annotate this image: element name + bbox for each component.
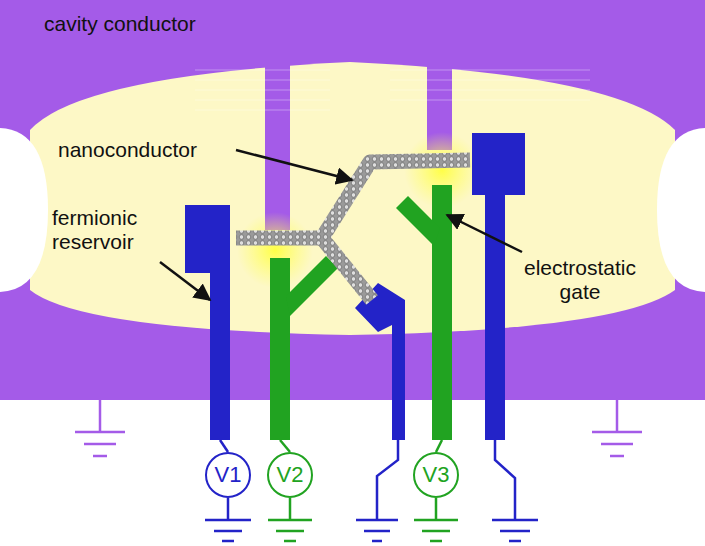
wire <box>205 440 538 541</box>
cavity-notch <box>0 128 48 292</box>
voltage-source: V3 <box>413 452 459 498</box>
voltage-source: V2 <box>267 452 313 498</box>
fermionic-reservoir <box>185 133 525 440</box>
nanoconductor <box>236 160 470 300</box>
center-conductor <box>427 0 452 150</box>
voltage-source: V1 <box>205 452 251 498</box>
part-label: cavity conductor <box>44 12 304 36</box>
electrostatic-gate <box>270 185 452 440</box>
ground-symbol <box>75 400 642 456</box>
part-label: electrostatic gate <box>505 256 655 304</box>
cavity-space <box>30 62 675 335</box>
center-conductor <box>265 0 290 230</box>
source-label: V2 <box>277 462 304 488</box>
cavity-conductor <box>0 0 705 400</box>
leader-arrow <box>160 150 522 300</box>
source-label: V3 <box>423 462 450 488</box>
wire <box>268 440 458 541</box>
texture-lines <box>195 70 590 110</box>
cavity-notch <box>657 128 705 292</box>
part-label: fermionic reservoir <box>52 206 172 254</box>
source-label: V1 <box>215 462 242 488</box>
part-label: nanoconductor <box>58 138 238 162</box>
